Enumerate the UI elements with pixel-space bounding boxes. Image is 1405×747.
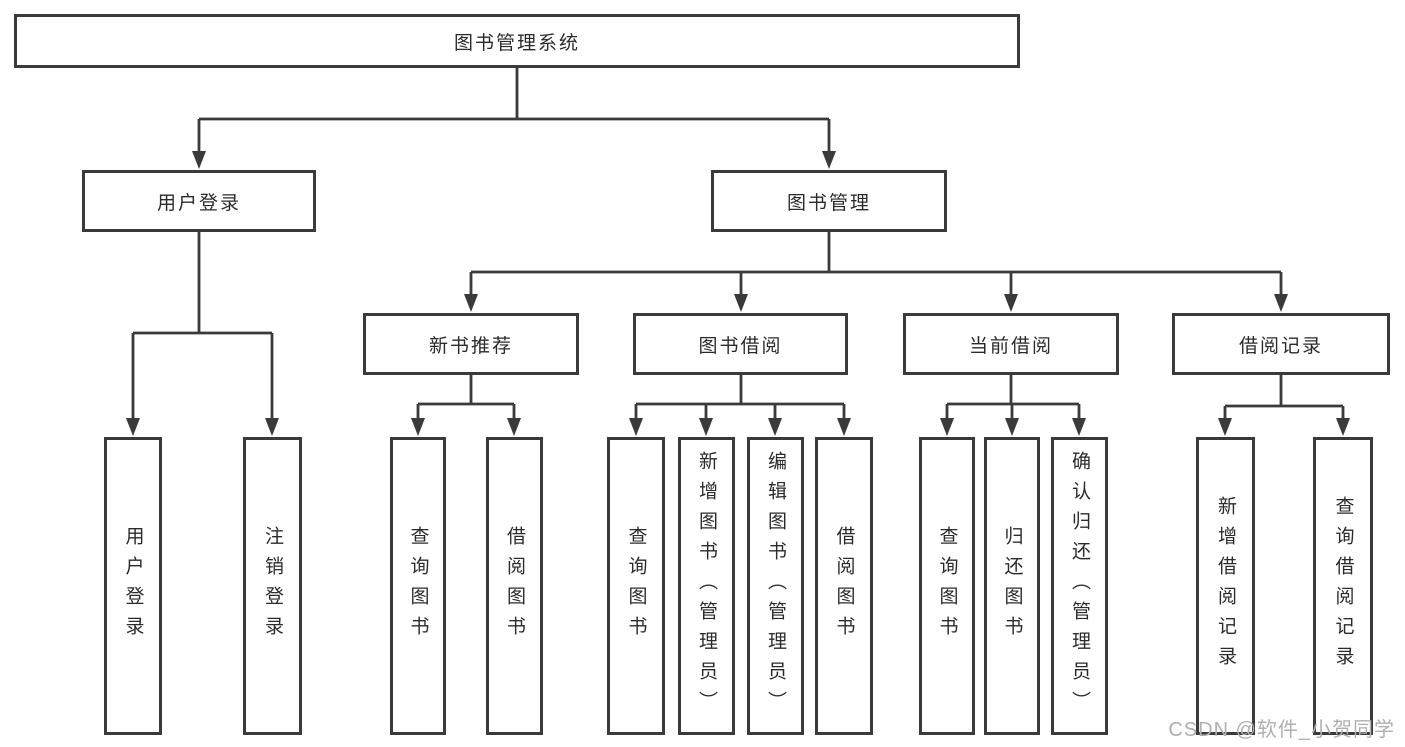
node-root-system: 图书管理系统 (14, 14, 1020, 68)
node-leaf-query-borrow-record: 查询借阅记录 (1313, 437, 1373, 735)
node-label: 注销登录 (262, 526, 283, 646)
node-borrow-records: 借阅记录 (1172, 313, 1390, 375)
node-leaf-borrow-book-2: 借阅图书 (815, 437, 873, 735)
node-label: 用户登录 (122, 526, 144, 646)
node-user-login: 用户登录 (82, 170, 316, 232)
node-leaf-confirm-return-admin: 确认归还（管理员） (1051, 437, 1108, 735)
node-label: 查询图书 (625, 526, 647, 646)
csdn-watermark: CSDN @软件_小贺同学 (1168, 719, 1395, 741)
node-new-book-recommend: 新书推荐 (363, 313, 579, 375)
node-leaf-query-book-3: 查询图书 (919, 437, 975, 735)
node-label: 新增借阅记录 (1215, 496, 1236, 676)
node-label: 查询图书 (407, 526, 429, 646)
node-leaf-return-book: 归还图书 (984, 437, 1040, 735)
node-label: 借阅图书 (504, 526, 525, 646)
node-leaf-add-borrow-record: 新增借阅记录 (1196, 437, 1255, 735)
node-leaf-user-login: 用户登录 (104, 437, 162, 735)
node-label: 编辑图书（管理员） (765, 451, 786, 721)
node-label: 借阅图书 (833, 526, 855, 646)
node-book-management: 图书管理 (711, 170, 947, 232)
node-label: 查询图书 (936, 526, 958, 646)
node-label: 查询借阅记录 (1332, 496, 1354, 676)
node-current-borrow: 当前借阅 (903, 313, 1119, 375)
node-label: 新增图书（管理员） (696, 451, 717, 721)
node-leaf-query-book-1: 查询图书 (390, 437, 446, 735)
node-leaf-borrow-book-1: 借阅图书 (486, 437, 543, 735)
node-leaf-query-book-2: 查询图书 (607, 437, 665, 735)
node-label: 归还图书 (1001, 526, 1023, 646)
node-label: 确认归还（管理员） (1069, 451, 1090, 721)
node-leaf-add-book-admin: 新增图书（管理员） (678, 437, 735, 735)
node-book-borrow: 图书借阅 (633, 313, 848, 375)
node-leaf-edit-book-admin: 编辑图书（管理员） (747, 437, 804, 735)
node-leaf-logout: 注销登录 (243, 437, 302, 735)
